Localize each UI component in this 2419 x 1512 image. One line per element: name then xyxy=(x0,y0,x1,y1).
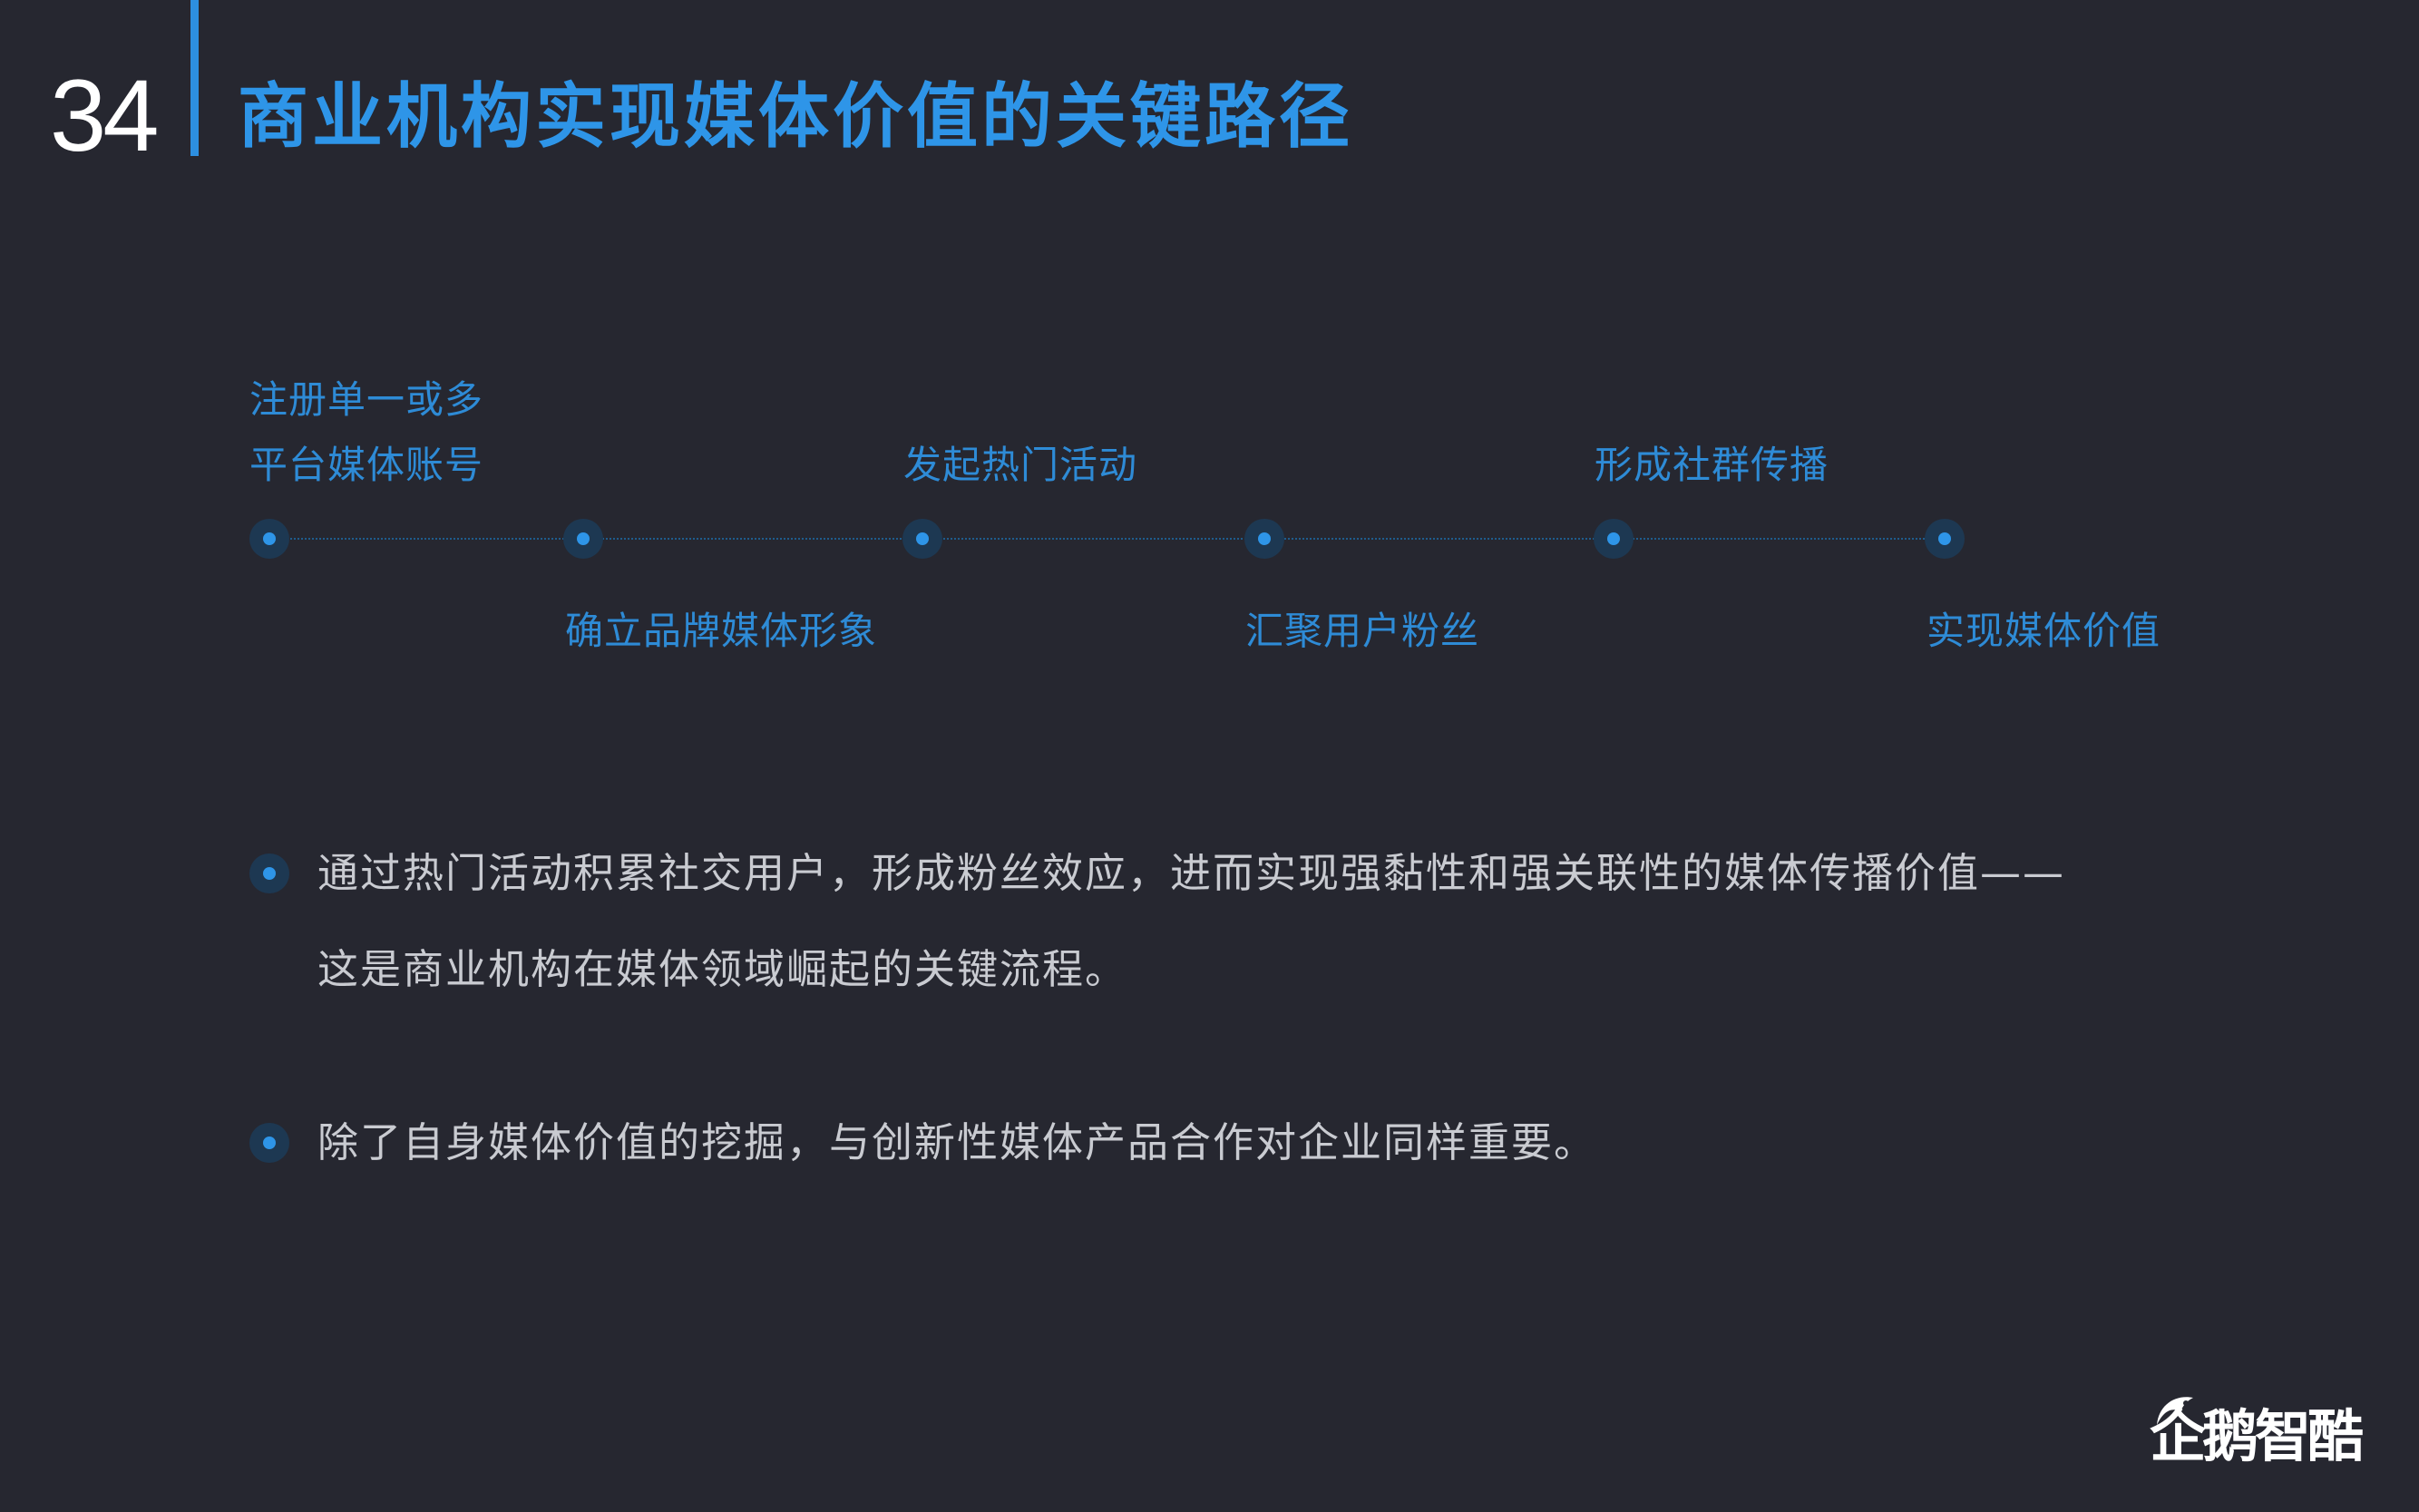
bullet-dot-core xyxy=(263,867,276,880)
bullet-icon xyxy=(249,1123,289,1163)
timeline-node xyxy=(1925,519,1965,559)
timeline-step-label: 实现媒体价值 xyxy=(1926,599,2161,664)
bullet-line: 通过热门活动积累社交用户，形成粉丝效应，进而实现强黏性和强关联性的媒体传播价值—… xyxy=(317,849,2066,897)
step-label-line: 注册单一或多 xyxy=(249,377,484,422)
logo-text: 企鹅智酷 xyxy=(2150,1403,2364,1469)
node-dot xyxy=(1938,532,1951,545)
timeline-step-label: 汇聚用户粉丝 xyxy=(1245,599,1479,664)
timeline-step-label: 发起热门活动 xyxy=(903,433,1137,498)
timeline-node xyxy=(1244,519,1284,559)
timeline-dotted-line xyxy=(269,538,1946,540)
timeline-step-label: 注册单一或多 平台媒体账号 xyxy=(249,367,483,498)
step-label-line: 汇聚用户粉丝 xyxy=(1245,609,1480,653)
timeline-node xyxy=(563,519,603,559)
node-dot xyxy=(1607,532,1620,545)
step-label-line: 实现媒体价值 xyxy=(1926,609,2161,653)
penguin-logo-icon xyxy=(2157,1397,2193,1425)
title-accent-bar xyxy=(190,0,199,156)
timeline-step-label: 确立品牌媒体形象 xyxy=(565,599,877,664)
step-label-line: 确立品牌媒体形象 xyxy=(565,609,878,653)
bullet-line: 除了自身媒体价值的挖掘，与创新性媒体产品合作对企业同样重要。 xyxy=(317,1118,1597,1166)
step-label-line: 形成社群传播 xyxy=(1595,443,1829,487)
step-label-line: 平台媒体账号 xyxy=(249,443,484,487)
bullet-dot-core xyxy=(263,1136,276,1149)
page-number: 34 xyxy=(50,59,160,172)
bullet-item: 通过热门活动积累社交用户，形成粉丝效应，进而实现强黏性和强关联性的媒体传播价值—… xyxy=(249,825,2213,1018)
bullet-line: 这是商业机构在媒体领域崛起的关键流程。 xyxy=(317,945,1128,993)
timeline-node xyxy=(249,519,289,559)
node-dot xyxy=(577,532,590,545)
timeline-node xyxy=(1594,519,1634,559)
page-title: 商业机构实现媒体价值的关键路径 xyxy=(238,76,1354,158)
bullet-item: 除了自身媒体价值的挖掘，与创新性媒体产品合作对企业同样重要。 xyxy=(249,1095,2213,1191)
node-dot xyxy=(1258,532,1271,545)
process-timeline: 注册单一或多 平台媒体账号 确立品牌媒体形象 发起热门活动 汇聚用户粉丝 形成社… xyxy=(0,0,2419,726)
node-dot xyxy=(916,532,929,545)
bullet-icon xyxy=(249,854,289,893)
timeline-node xyxy=(902,519,942,559)
node-dot xyxy=(263,532,276,545)
step-label-line: 发起热门活动 xyxy=(903,443,1138,487)
timeline-step-label: 形成社群传播 xyxy=(1595,433,1829,498)
brand-logo: 企鹅智酷 xyxy=(2150,1392,2376,1474)
